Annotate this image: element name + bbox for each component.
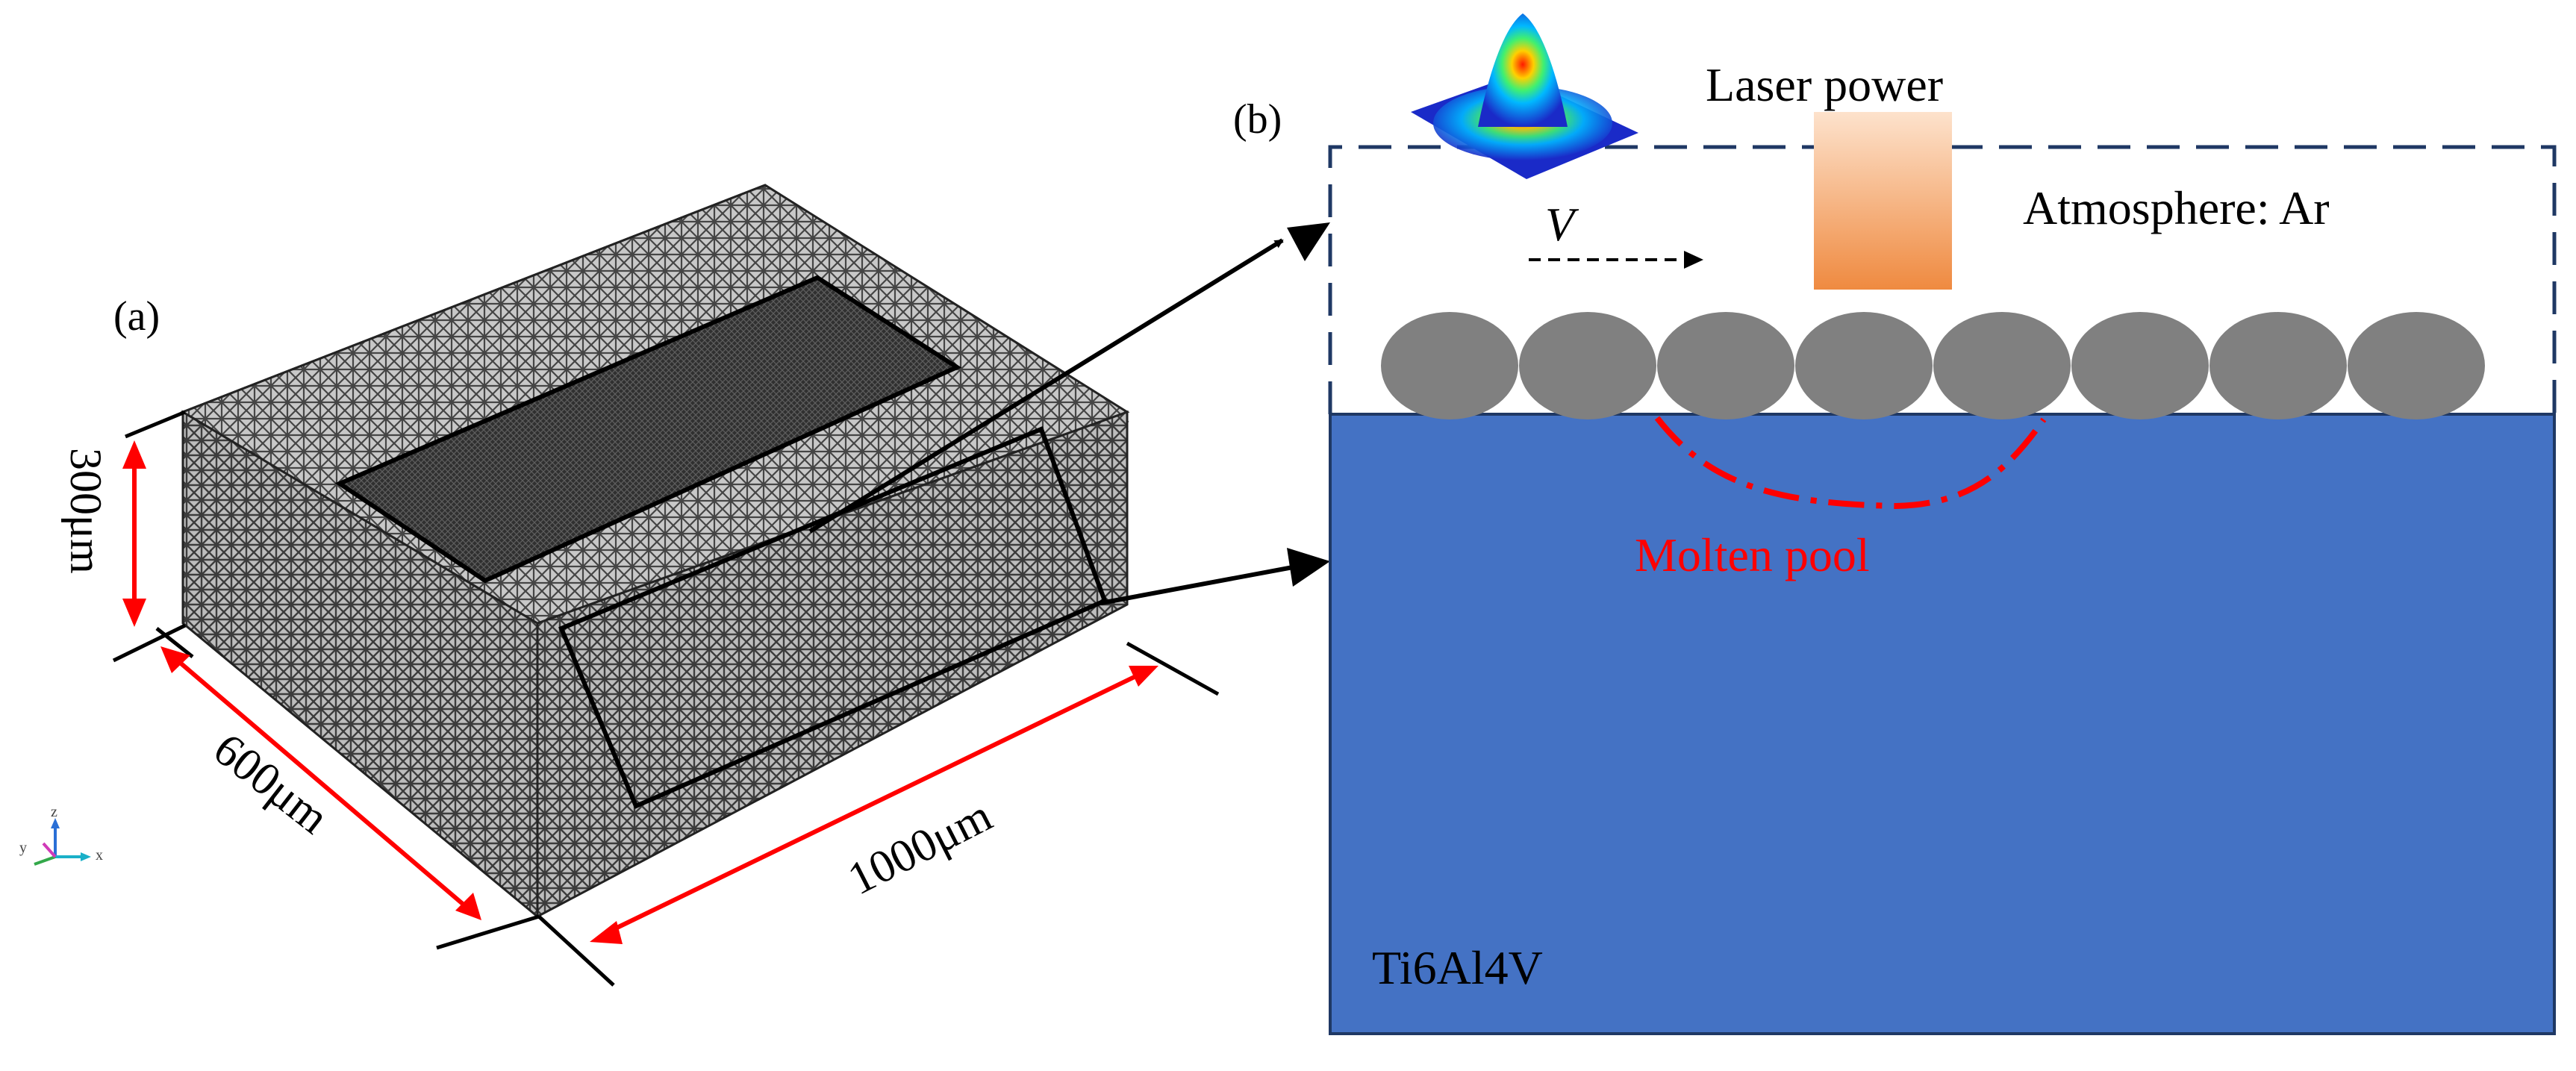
atmosphere-label: Atmosphere: Ar [2023,181,2330,234]
dimension-arrow-width [172,655,470,911]
powder-particle [1519,312,1656,419]
zoom-arrow-lower [1100,565,1294,605]
laser-beam [1814,112,1952,290]
panel-a-label: (a) [113,293,160,340]
panel-a: (a) [19,184,1330,987]
powder-particle [2348,312,2485,419]
axis-y-label: y [19,840,27,856]
substrate-block [1329,413,2556,1035]
velocity-label: V [1545,198,1579,251]
powder-particle [2071,312,2209,419]
laser-power-label: Laser power [1706,58,1943,111]
panel-b-label: (b) [1233,96,1282,143]
powder-particle [1657,312,1794,419]
molten-pool-label: Molten pool [1635,528,1870,581]
powder-particle [1933,312,2071,419]
powder-layer [1381,312,2485,419]
zoom-arrow-upper [808,238,1284,534]
panel-b: (b) Laser power V Atmosphere: Ar Molten … [1233,13,2557,1035]
powder-particle [2209,312,2347,419]
axis-x-label: x [96,847,103,864]
refined-scan-region [334,275,962,584]
gaussian-heat-source-icon [1411,13,1638,179]
powder-particle [1795,312,1933,419]
substrate-label: Ti6Al4V [1372,941,1543,994]
mesh-block [180,184,1130,919]
molten-pool-boundary [1654,416,2047,510]
axis-z-label: z [51,804,57,820]
dimension-arrow-length [602,671,1144,937]
dimension-guides [112,410,1220,987]
axis-triad-icon: z y x [19,804,103,866]
dimension-arrows [122,440,1158,944]
dimension-label-height: 300μm [61,448,110,574]
powder-particle [1381,312,1518,419]
